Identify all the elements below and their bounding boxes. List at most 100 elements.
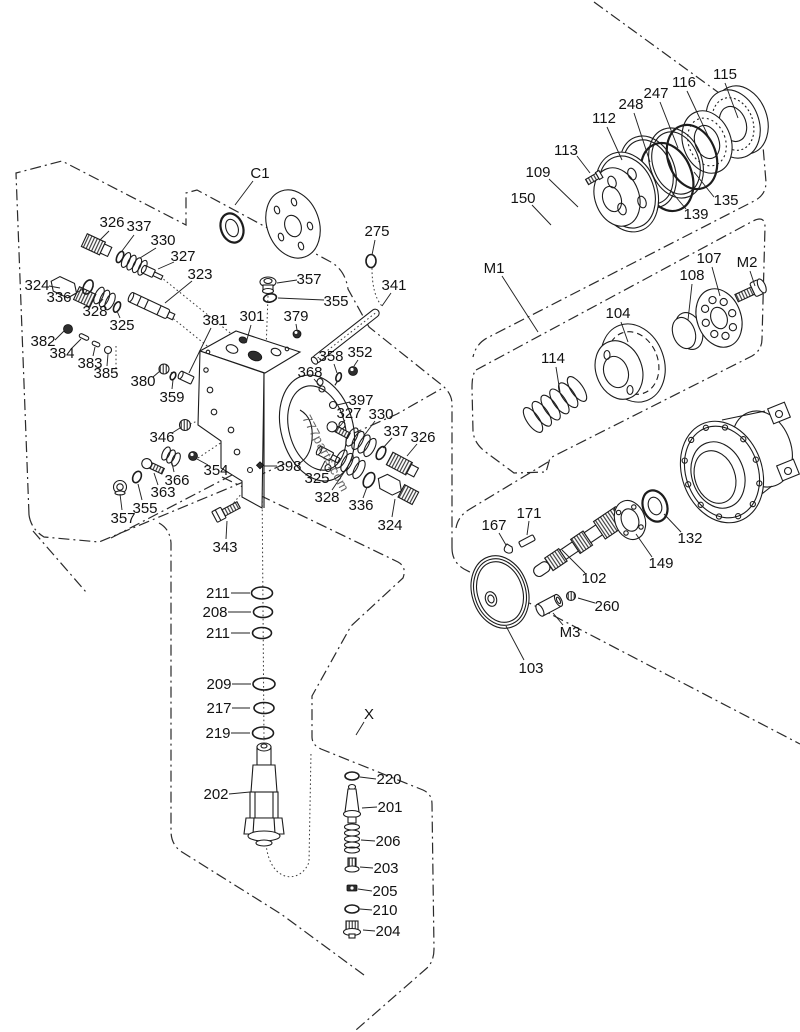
part-oring-355 (262, 293, 278, 303)
part-label-116-1: 116 (672, 74, 696, 91)
leader-line-354-61 (196, 458, 209, 466)
part-pin-381 (177, 370, 195, 385)
leader-line-206-77 (360, 839, 376, 842)
leader-line-260-21 (577, 597, 596, 604)
leader-line-366-62 (171, 462, 175, 473)
part-label-323-28: 323 (187, 266, 212, 283)
part-nut-354 (188, 451, 198, 461)
part-seal-150 (219, 212, 245, 244)
leader-line-220-75 (359, 776, 377, 780)
leader-line-113-5 (576, 155, 591, 174)
part-label-328-57: 328 (314, 489, 339, 506)
leader-line-202-74 (228, 791, 251, 795)
leader-line-210-80 (359, 908, 373, 911)
leader-line-275-42 (371, 239, 376, 256)
leader-line-139-9 (669, 189, 687, 210)
leader-line-397-50 (336, 401, 351, 406)
leader-line-379-46 (295, 323, 298, 331)
part-label-103-23: 103 (518, 660, 543, 677)
leader-line-114-15 (555, 366, 561, 393)
part-pin-383 (91, 340, 101, 348)
part-label-355-44: 355 (323, 293, 348, 310)
leader-line-102-18 (561, 549, 586, 574)
part-oring-219 (251, 726, 275, 740)
part-label-328-31: 328 (82, 303, 107, 320)
part-bearing-149 (613, 499, 647, 541)
boundary-c1 (15, 160, 453, 593)
part-screw-113 (584, 169, 604, 186)
leader-line-368-49 (313, 378, 321, 387)
part-label-248-3: 248 (618, 96, 643, 113)
part-screw-363 (141, 458, 166, 475)
part-label-219-72: 219 (205, 725, 230, 742)
part-oring-337b (375, 445, 387, 461)
leader-line-383-35 (92, 346, 96, 357)
boundary-m1 (471, 218, 766, 474)
leader-line-382-33 (54, 330, 65, 341)
part-pin-384 (78, 333, 90, 341)
part-nut-379 (292, 329, 302, 339)
part-label-275-42: 275 (364, 223, 389, 240)
leader-line-346-60 (171, 427, 181, 434)
leader-line-103-23 (505, 625, 525, 661)
part-label-380-37: 380 (130, 373, 155, 390)
leader-line-104-14 (620, 321, 629, 343)
part-cap-357b (112, 479, 128, 496)
part-label-354-61: 354 (203, 462, 228, 479)
part-label-325-56: 325 (304, 470, 329, 487)
part-spring-328b (334, 449, 366, 480)
leader-line-337-53 (382, 437, 393, 449)
part-washer-325 (112, 301, 122, 313)
part-plug-326b (385, 451, 420, 478)
leader-line-108-13 (687, 283, 693, 321)
part-label-330-26: 330 (150, 232, 175, 249)
part-bolt-m2 (734, 278, 767, 303)
leader-line-363-63 (153, 472, 159, 486)
part-oring-336b (362, 471, 376, 489)
part-label-M2-12: M2 (737, 254, 758, 271)
part-poppet-327 (140, 264, 164, 281)
leader-line-384-34 (70, 338, 82, 350)
part-plate-107 (695, 288, 743, 348)
leader-line-247-2 (659, 101, 679, 149)
part-label-398-55: 398 (276, 458, 301, 475)
part-label-384-34: 384 (49, 345, 74, 362)
leader-line-204-81 (362, 929, 376, 932)
part-poppet-201 (342, 783, 362, 824)
part-plate-109 (265, 189, 321, 259)
part-ring-368 (318, 385, 326, 393)
part-spring-330b (345, 427, 377, 458)
leader-line-203-78 (359, 866, 374, 869)
part-spring-114 (522, 376, 588, 433)
leader-line-323-28 (164, 280, 193, 304)
part-label-381-39: 381 (202, 312, 227, 329)
leader-line-330-26 (139, 247, 157, 259)
boundary-motor-lower (451, 461, 800, 745)
leader-line-355-44 (277, 297, 325, 301)
part-spring-328 (93, 286, 116, 311)
leader-line-327-27 (157, 261, 175, 270)
part-pipe-341 (310, 308, 380, 365)
part-label-336-30: 336 (46, 289, 71, 306)
leader-line-112-4 (606, 126, 623, 161)
leader-line-326-24 (99, 230, 110, 241)
part-label-104-14: 104 (605, 305, 630, 322)
part-ring-247 (648, 127, 704, 199)
leader-line-359-38 (171, 379, 174, 390)
leader-line-324-29 (48, 285, 61, 289)
part-label-385-36: 385 (93, 365, 118, 382)
part-plug-260 (565, 590, 577, 602)
part-label-326-24: 326 (99, 214, 124, 231)
part-label-167-16: 167 (481, 517, 506, 534)
leader-line-201-76 (361, 806, 378, 809)
part-bushing-m3 (535, 593, 564, 617)
leader-line-357-65 (119, 493, 123, 511)
part-label-206-77: 206 (375, 833, 400, 850)
part-hex-plug-324b (377, 473, 420, 506)
parts-layer (50, 85, 800, 939)
part-label-209-70: 209 (206, 676, 231, 693)
leader-line-248-3 (633, 112, 651, 163)
part-spring-366 (161, 446, 181, 467)
leader-line-M1-10 (501, 275, 539, 333)
